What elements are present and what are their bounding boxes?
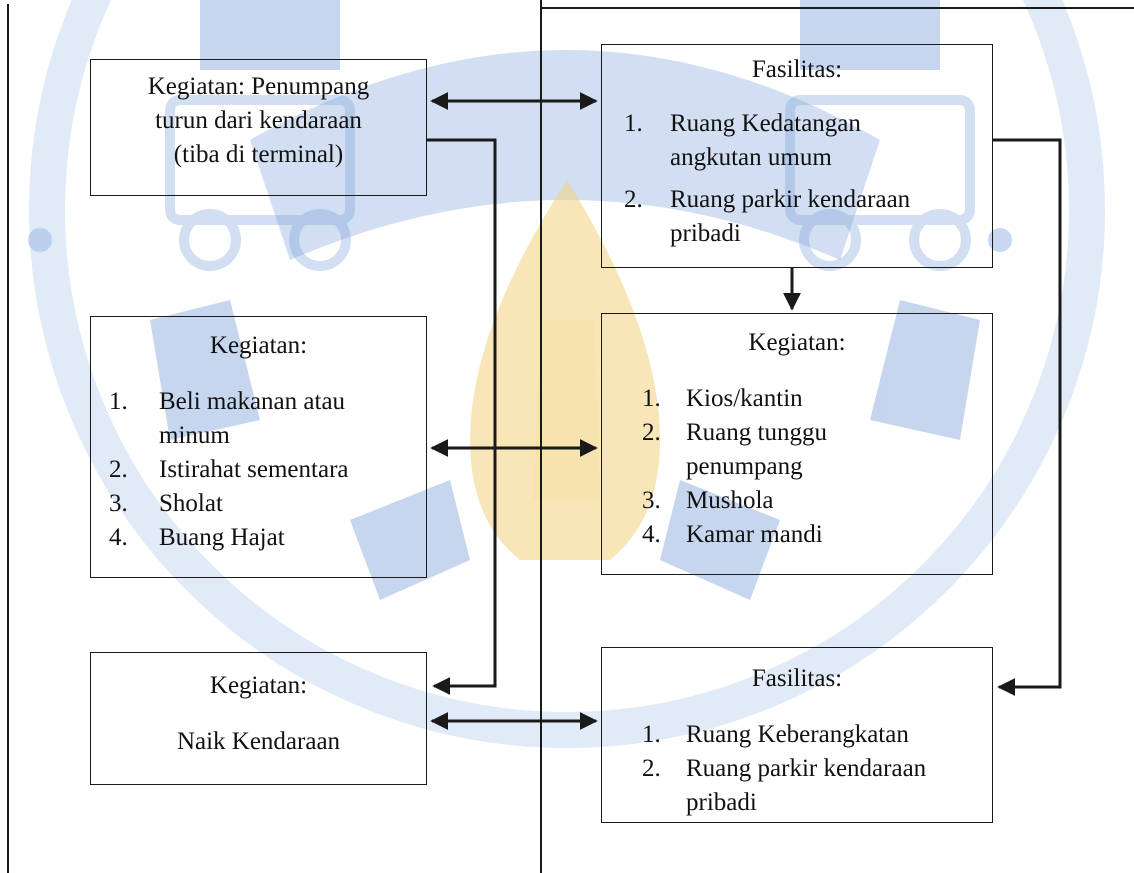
list-item-text: Kamar mandi bbox=[686, 521, 823, 548]
list-item: 1. Ruang Keberangkatan bbox=[602, 718, 992, 752]
arrow-arrival-to-departure bbox=[427, 138, 497, 695]
list-item-text: Sholat bbox=[159, 490, 223, 517]
arrival-activity-text: Kegiatan: Penumpang turun dari kendaraan… bbox=[91, 60, 426, 172]
list-number: 3. bbox=[109, 490, 128, 517]
arrival-facility-box: Fasilitas: 1. Ruang Kedatangan angkutan … bbox=[601, 44, 993, 268]
list-number: 1. bbox=[624, 110, 643, 137]
list-item-text: Ruang parkir kendaraan bbox=[686, 755, 927, 782]
list-item: 2. Ruang parkir kendaraan pribadi bbox=[602, 752, 992, 820]
list-number: 2. bbox=[624, 186, 643, 213]
departure-activity-heading: Kegiatan: bbox=[209, 672, 308, 699]
list-number: 2. bbox=[642, 755, 661, 782]
list-number: 4. bbox=[642, 521, 661, 548]
list-item-text: Ruang tunggu bbox=[686, 419, 827, 446]
arrival-facility-heading: Fasilitas: bbox=[751, 56, 843, 83]
list-item-text: Ruang parkir kendaraan bbox=[670, 186, 911, 213]
departure-facility-heading: Fasilitas: bbox=[751, 665, 843, 692]
list-item: 1. Beli makanan atau minum bbox=[91, 385, 426, 453]
list-item-text: minum bbox=[159, 422, 230, 449]
waiting-facility-list: 1. Kios/kantin 2. Ruang tunggu penumpang… bbox=[602, 382, 992, 552]
list-number: 1. bbox=[642, 385, 661, 412]
waiting-activity-list: 1. Beli makanan atau minum 2. Istirahat … bbox=[91, 385, 426, 555]
list-item-text: Ruang Kedatangan bbox=[670, 110, 861, 137]
departure-facility-box: Fasilitas: 1. Ruang Keberangkatan 2. Rua… bbox=[601, 647, 993, 823]
list-item: 3. Sholat bbox=[91, 487, 426, 521]
departure-activity-text: Naik Kendaraan bbox=[176, 728, 341, 755]
list-item: 3. Mushola bbox=[602, 484, 992, 518]
list-item: 2. Ruang tunggu penumpang bbox=[602, 416, 992, 484]
list-item-text: Istirahat sementara bbox=[159, 456, 349, 483]
waiting-facility-heading: Kegiatan: bbox=[748, 329, 846, 356]
arrival-activity-line: (tiba di terminal) bbox=[173, 141, 344, 168]
list-item-text: pribadi bbox=[686, 789, 757, 816]
list-number: 2. bbox=[642, 419, 661, 446]
list-number: 2. bbox=[109, 456, 128, 483]
waiting-activity-heading: Kegiatan: bbox=[209, 332, 308, 359]
list-item-text: penumpang bbox=[686, 453, 803, 480]
arrow-facility-to-departure-facility bbox=[993, 138, 1062, 696]
list-number: 4. bbox=[109, 524, 128, 551]
list-item-text: Mushola bbox=[686, 487, 774, 514]
list-number: 1. bbox=[642, 721, 661, 748]
waiting-activity-box: Kegiatan: 1. Beli makanan atau minum 2. … bbox=[90, 316, 427, 578]
arrival-activity-box: Kegiatan: Penumpang turun dari kendaraan… bbox=[90, 59, 427, 196]
list-number: 1. bbox=[109, 388, 128, 415]
list-item-text: Ruang Keberangkatan bbox=[686, 721, 909, 748]
list-item-text: angkutan umum bbox=[670, 144, 832, 171]
list-item-text: Buang Hajat bbox=[159, 524, 285, 551]
list-item-text: pribadi bbox=[670, 220, 741, 247]
list-item-text: Beli makanan atau bbox=[159, 388, 346, 415]
list-item: 1. Kios/kantin bbox=[602, 382, 992, 416]
waiting-facility-box: Kegiatan: 1. Kios/kantin 2. Ruang tunggu… bbox=[601, 313, 993, 575]
departure-facility-list: 1. Ruang Keberangkatan 2. Ruang parkir k… bbox=[602, 718, 992, 820]
list-item: 1. Ruang Kedatangan angkutan umum bbox=[602, 107, 992, 175]
list-item-text: Kios/kantin bbox=[686, 385, 803, 412]
departure-activity-box: Kegiatan: Naik Kendaraan bbox=[90, 652, 427, 785]
list-number: 3. bbox=[642, 487, 661, 514]
list-item: 2. Istirahat sementara bbox=[91, 453, 426, 487]
list-item: 4. Kamar mandi bbox=[602, 518, 992, 552]
arrival-activity-line: turun dari kendaraan bbox=[155, 107, 362, 134]
list-item: 4. Buang Hajat bbox=[91, 521, 426, 555]
list-item: 2. Ruang parkir kendaraan pribadi bbox=[602, 183, 992, 251]
arrival-activity-line: Kegiatan: Penumpang bbox=[147, 73, 370, 100]
arrival-facility-list: 1. Ruang Kedatangan angkutan umum 2. Rua… bbox=[602, 107, 992, 251]
